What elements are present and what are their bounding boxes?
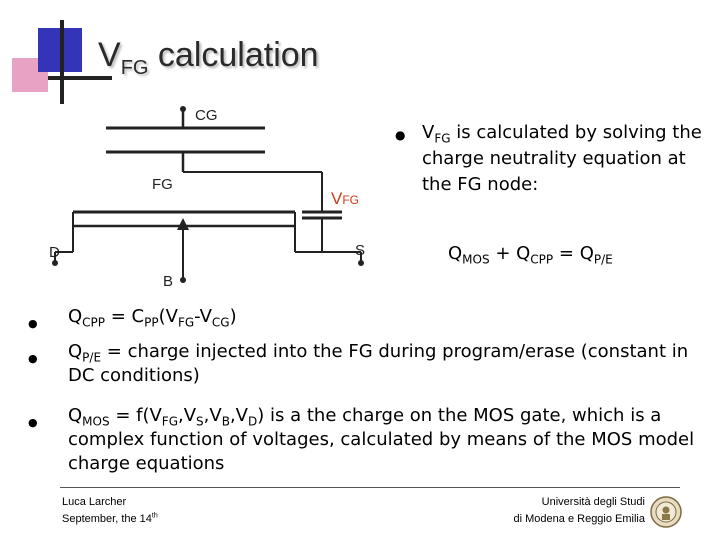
bullet-text: QP/E = charge injected into the FG durin…: [68, 341, 689, 386]
floating-gate-circuit-diagram: CG FG VFG B D S: [49, 106, 365, 290]
vfg-description: VFG is calculated by solving the charge …: [422, 122, 702, 195]
cg-label: CG: [195, 107, 218, 124]
d-label: D: [49, 244, 60, 261]
footer-date: September, the 14th: [62, 512, 158, 525]
bullet-marker: ●: [28, 416, 38, 429]
title-decoration-hline: [48, 76, 112, 80]
footer-divider: [60, 487, 680, 488]
university-seal-icon: [650, 496, 682, 528]
page-title: VFG calculation: [98, 36, 319, 79]
charge-neutrality-equation: QMOS + QCPP = QP/E: [448, 243, 613, 267]
s-label: S: [355, 242, 365, 259]
university-line-1: Università degli Studi: [541, 496, 645, 508]
author-name: Luca Larcher: [62, 496, 127, 508]
bullet-text: QCPP = CPP(VFG-VCG): [68, 306, 237, 330]
title-decoration-vline: [60, 20, 64, 104]
bullet-marker: ●: [395, 128, 406, 142]
footer-author: Luca Larcher September, the 14th: [62, 494, 158, 528]
b-terminal: [180, 277, 186, 283]
footer-university: Università degli Studi di Modena e Reggi…: [470, 494, 645, 528]
bullet-marker: ●: [28, 352, 38, 365]
university-line-2: di Modena e Reggio Emilia: [513, 513, 645, 525]
bullet-text: QMOS = f(VFG,VS,VB,VD) is a the charge o…: [68, 405, 695, 474]
b-label: B: [163, 273, 173, 290]
vfg-label: VFG: [331, 189, 359, 208]
bullet-marker: ●: [28, 317, 38, 330]
fg-label: FG: [152, 176, 173, 193]
